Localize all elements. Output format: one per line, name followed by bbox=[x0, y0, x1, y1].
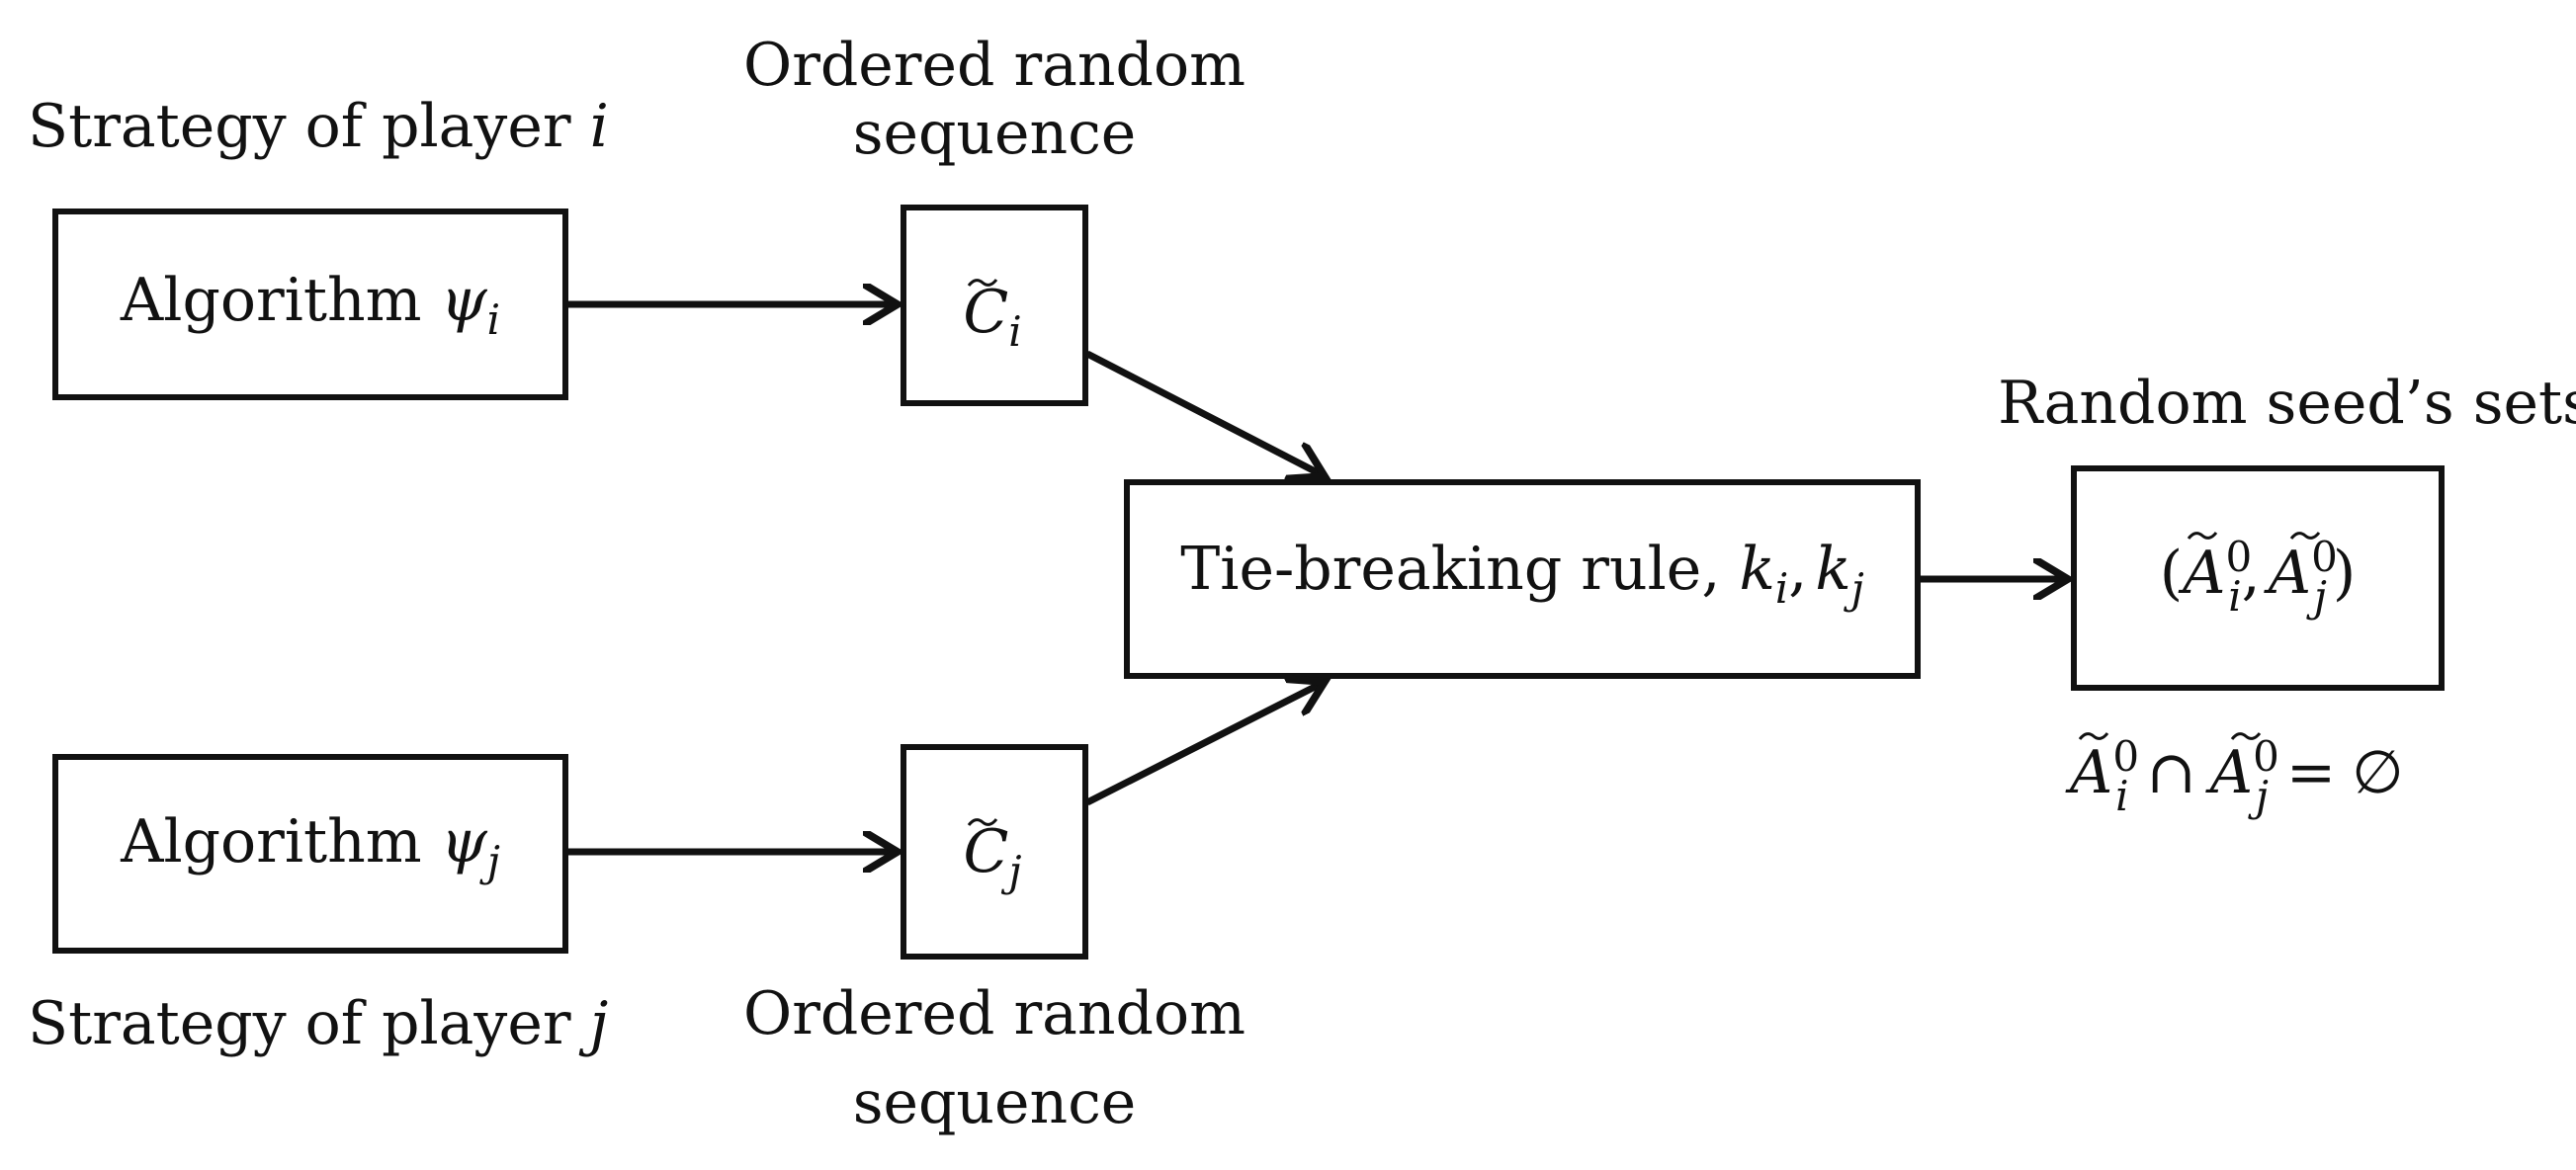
ordered-sequence-top-line1: Ordered random bbox=[743, 31, 1245, 100]
tilde-mark bbox=[967, 279, 998, 287]
sequence-j-box bbox=[901, 744, 1088, 960]
ordered-sequence-top-line2: sequence bbox=[853, 99, 1137, 168]
arrow-sequence-i-to-tie-breaking bbox=[1085, 350, 1325, 476]
tilde-mark bbox=[967, 818, 998, 826]
result-box bbox=[2071, 465, 2445, 691]
ordered-sequence-bottom-line1: Ordered random bbox=[743, 979, 1245, 1048]
sequence-i-box bbox=[901, 205, 1088, 406]
tilde-mark bbox=[2078, 732, 2109, 740]
tie-breaking-box bbox=[1124, 479, 1921, 679]
tilde-mark bbox=[2187, 532, 2218, 540]
algorithm-i-label: Algorithm ψi bbox=[120, 266, 500, 344]
arrow-sequence-j-to-tie-breaking bbox=[1085, 682, 1325, 806]
sequence-j-node: Cj bbox=[901, 744, 1088, 960]
random-seed-sets-label: Random seed’s sets bbox=[1998, 369, 2576, 438]
strategy-player-i-label: Strategy of player i bbox=[28, 92, 609, 161]
sequence-j-label: Cj bbox=[964, 817, 1022, 895]
tie-breaking-node: Tie-breaking rule, ki,kj bbox=[1124, 479, 1921, 679]
algorithm-i-box bbox=[52, 209, 568, 400]
tilde-mark bbox=[2289, 532, 2321, 540]
algorithm-i-node: Algorithm ψi bbox=[52, 209, 568, 400]
strategy-player-j-label: Strategy of player j bbox=[28, 989, 608, 1058]
algorithm-j-label: Algorithm ψj bbox=[120, 807, 500, 885]
sequence-i-node: Ci bbox=[901, 205, 1088, 406]
ordered-sequence-bottom-line2: sequence bbox=[853, 1068, 1137, 1137]
tie-breaking-label: Tie-breaking rule, ki,kj bbox=[1180, 535, 1863, 613]
algorithm-j-node: Algorithm ψj bbox=[52, 754, 568, 954]
sequence-i-label: Ci bbox=[963, 278, 1021, 356]
tilde-mark bbox=[2230, 732, 2262, 740]
